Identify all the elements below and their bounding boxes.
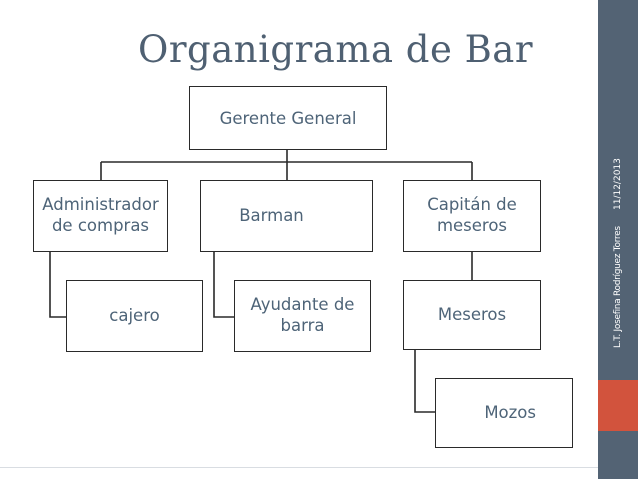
label-barman: Barman [239,205,304,225]
bottom-divider [0,467,598,468]
box-barman: Barman [200,180,373,252]
label-capitan-line2: meseros [436,216,508,235]
connector-barman-ayudante [213,252,234,318]
slide-title: Organigrama de Bar [138,28,534,71]
label-ayudante-line1: Ayudante de [250,295,355,315]
connector-meseros-mozos [414,350,435,413]
label-capitan-line1: Capitán de [427,195,517,215]
label-mozos: Mozos [484,402,536,422]
box-cajero: cajero [66,280,203,352]
connector-administrador-cajero [49,252,66,318]
label-cajero: cajero [109,305,160,325]
box-capitan-meseros: Capitán de meseros [403,180,541,252]
footer-author: L.T. Josefina Rodríguez Torres [613,226,623,348]
box-ayudante-barra: Ayudante de barra [234,280,371,352]
box-meseros: Meseros [403,280,541,350]
label-ayudante-line2: barra [280,316,325,335]
label-gerente-general: Gerente General [219,109,357,128]
sidebar-accent [598,380,638,431]
box-administrador-compras: Administrador de compras [33,180,168,252]
label-administrador-line2: de compras [51,216,150,235]
box-gerente-general: Gerente General [189,86,387,150]
label-meseros: Meseros [437,304,507,324]
org-chart-connectors [49,149,473,413]
footer-date: 11/12/2013 [613,158,623,210]
box-mozos: Mozos [435,378,573,448]
sidebar-bottom [598,431,638,479]
label-administrador-line1: Administrador [42,195,159,215]
